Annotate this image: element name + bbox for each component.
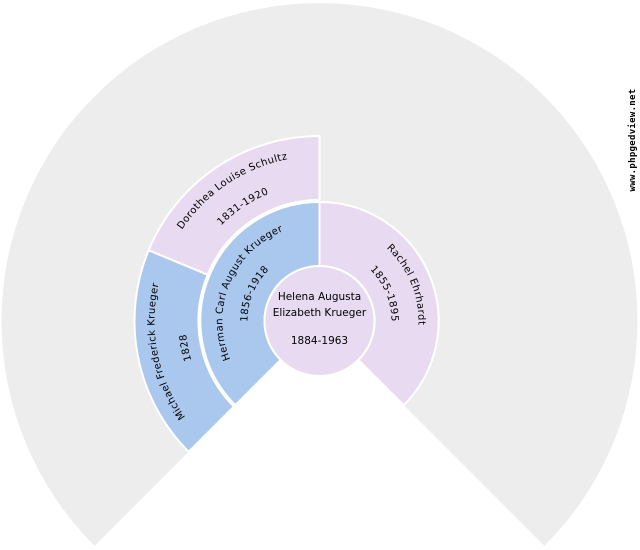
segment-paternal-grandmother[interactable] [147,134,321,277]
root-dates: 1884-1963 [291,335,348,347]
root-person-circle[interactable] [263,265,376,377]
root-name-line1: Helena Augusta [278,291,361,303]
site-watermark: www.phpgedview.net [627,89,638,192]
root-name-line2: Elizabeth Krueger [273,307,367,319]
paternal-grandfather-dates-label: 1828 [178,333,194,362]
